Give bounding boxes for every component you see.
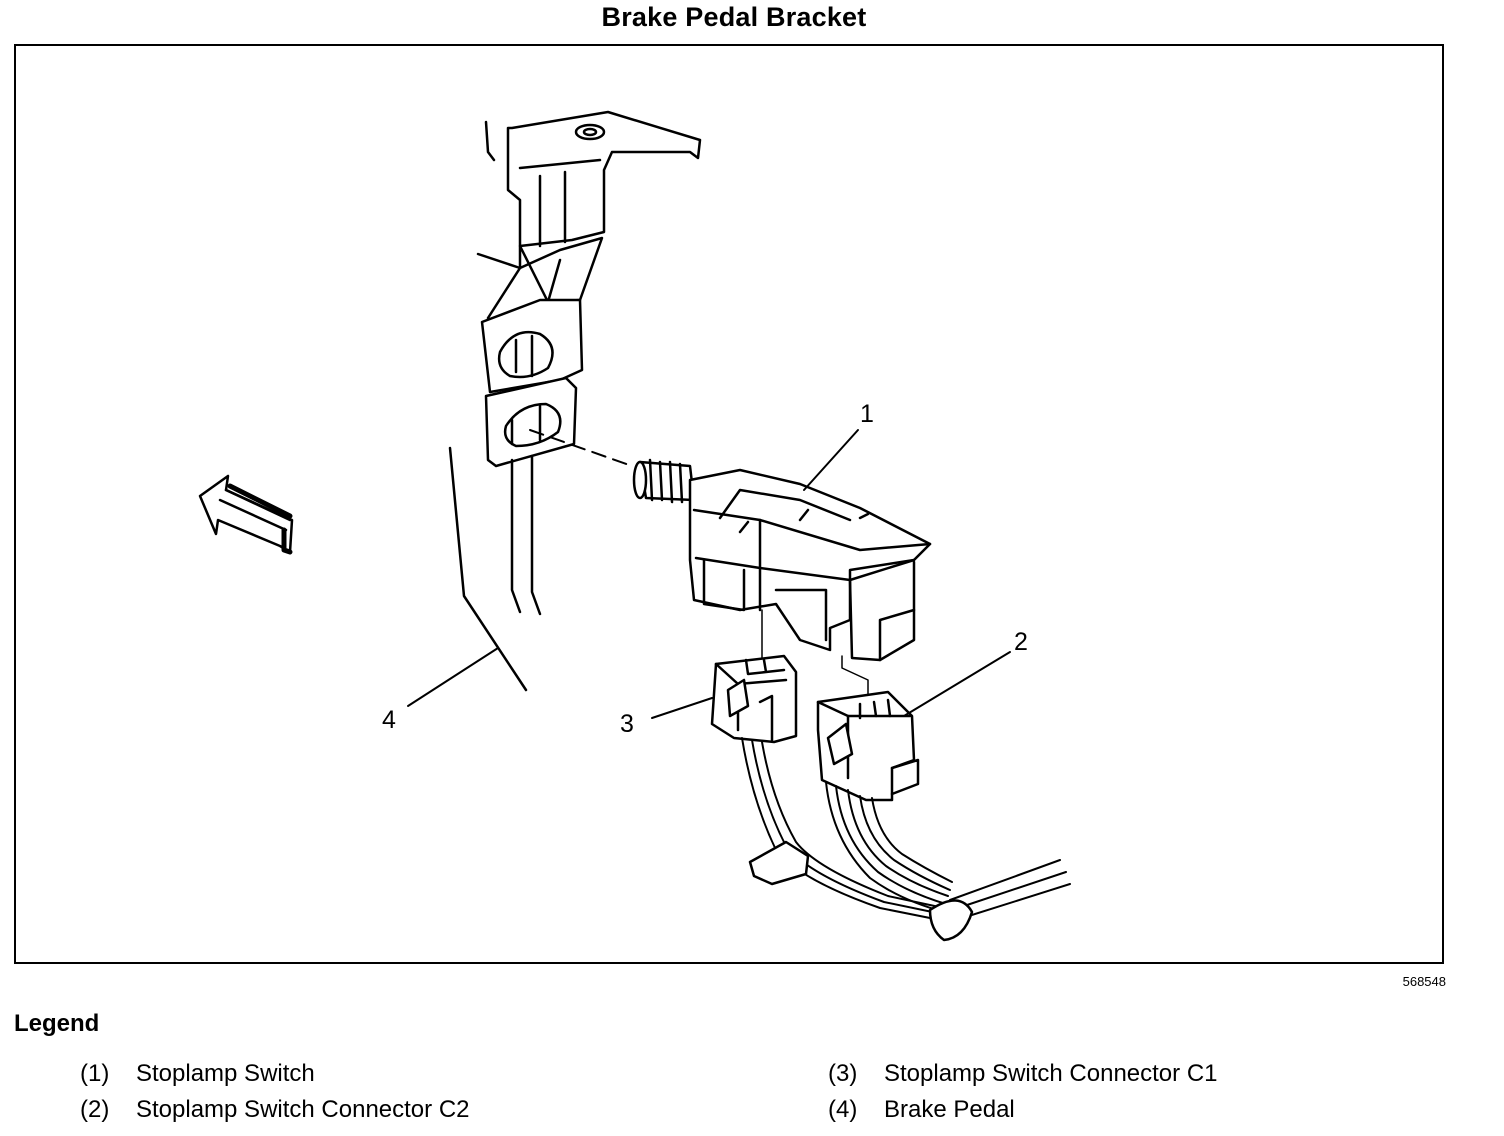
legend-item-label: Brake Pedal [884,1096,1015,1123]
callout-2: 2 [1014,628,1028,656]
legend-item: (2) Stoplamp Switch Connector C2 [80,1096,470,1132]
legend-item-label: Stoplamp Switch [136,1060,315,1087]
callout-leaders [407,429,1011,719]
alignment-line [529,429,633,467]
legend-item: (1) Stoplamp Switch [80,1060,470,1096]
legend-item: (3) Stoplamp Switch Connector C1 [828,1060,1218,1096]
legend-column-right: (3) Stoplamp Switch Connector C1 (4) Bra… [828,1060,1218,1132]
diagram-frame [14,44,1444,964]
legend-column-left: (1) Stoplamp Switch (2) Stoplamp Switch … [80,1060,470,1132]
legend-item-number: (2) [80,1096,110,1123]
connector-c1 [710,654,798,744]
wire-harness [741,737,1071,942]
legend-heading: Legend [14,1010,100,1037]
brake-pedal-bracket [476,110,702,616]
legend-item-number: (3) [828,1060,858,1087]
diagram-illustration: 1 2 3 4 [198,110,1071,942]
diagram-title: Brake Pedal Bracket [601,2,867,32]
front-direction-arrow [198,474,294,555]
brake-pedal-outline [448,446,528,692]
callout-4: 4 [382,706,396,734]
stoplamp-switch [632,458,932,662]
legend-item-label: Stoplamp Switch Connector C1 [884,1060,1218,1087]
callout-3: 3 [620,710,634,738]
legend-item-number: (4) [828,1096,858,1123]
legend-item: (4) Brake Pedal [828,1096,1218,1132]
legend-item-number: (1) [80,1060,110,1087]
legend-item-label: Stoplamp Switch Connector C2 [136,1096,470,1123]
callout-1: 1 [860,400,874,428]
connector-c2 [816,690,920,802]
figure-id: 568548 [1402,974,1446,989]
